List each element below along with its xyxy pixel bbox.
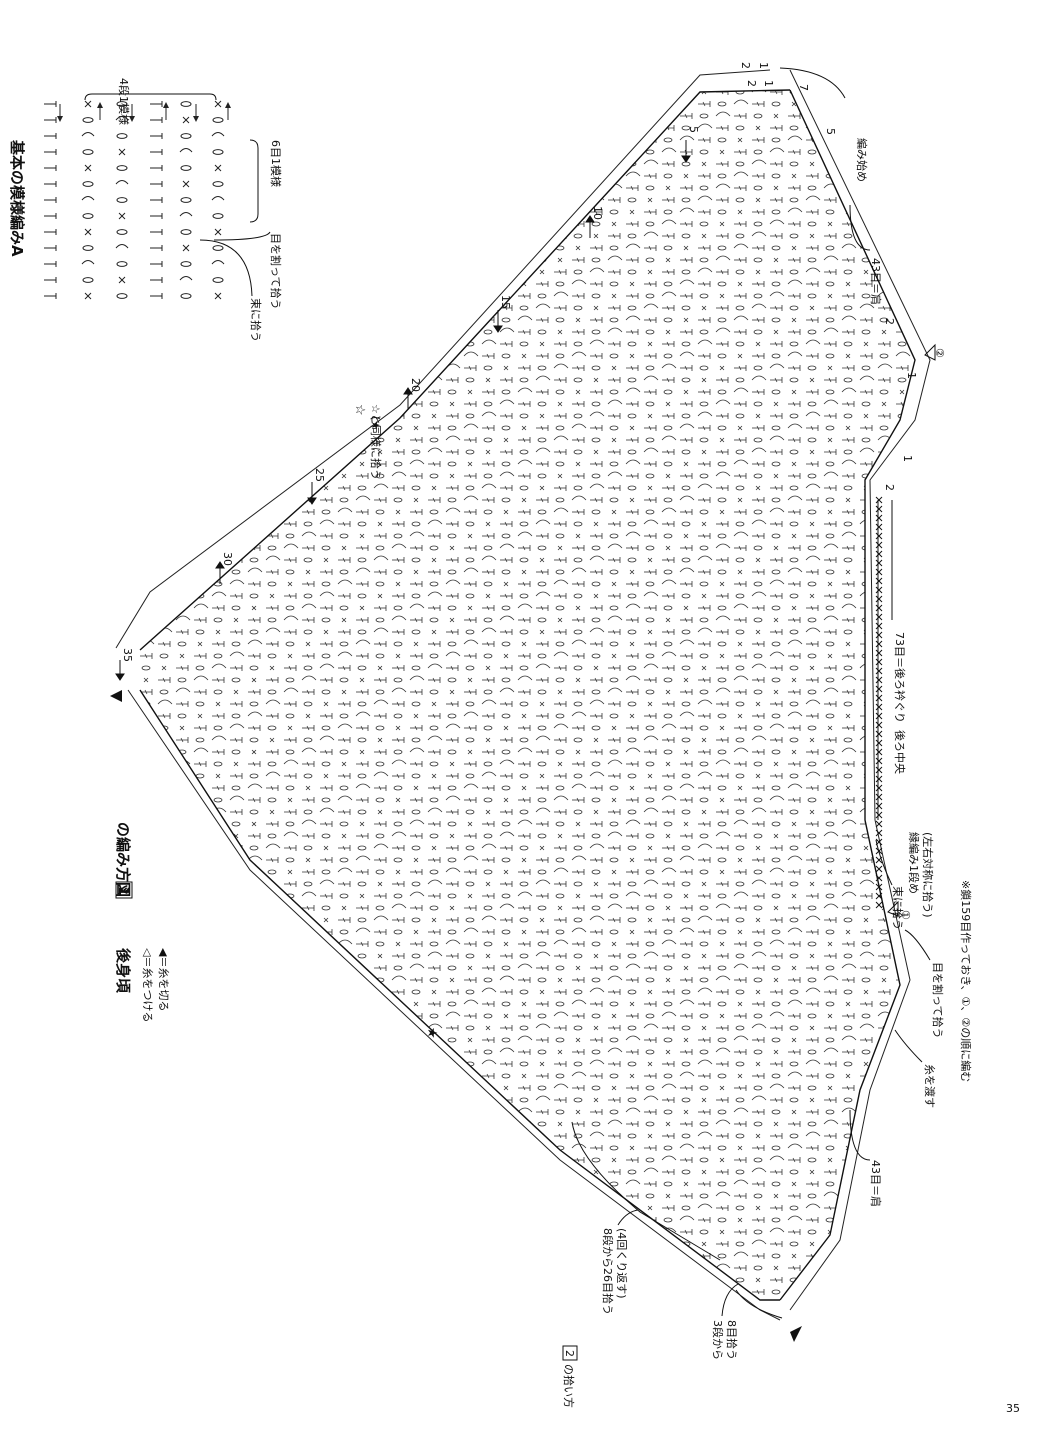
chart-a-labels: 基本の模様編みA 束に拾う 目を割って拾う 6目1模様 4段1模様	[8, 78, 283, 342]
side-row-label: 2	[883, 484, 896, 491]
side-row-label: 1	[901, 455, 914, 462]
row-label: 2	[745, 80, 758, 87]
page-number: 35	[1006, 1402, 1020, 1415]
pickup-title: の拾い方	[562, 1364, 576, 1408]
chart-a	[44, 101, 231, 299]
row-label: 25	[313, 468, 326, 482]
circle-1: ①	[899, 910, 912, 920]
shoulder-left: 43目＝肩	[869, 1160, 883, 1207]
row-label: 20	[409, 378, 422, 392]
edge-row-note: (左右対称に拾う)	[921, 832, 935, 918]
split-pick: 目を割って拾う	[931, 962, 945, 1038]
chart-a-title: 基本の模様編みA	[8, 139, 26, 257]
shawl-outline	[116, 70, 930, 1320]
side-row-label: 7	[797, 84, 810, 91]
star-note: ☆と同様に拾う	[369, 404, 383, 480]
edge-row: 縁編み1段め	[907, 832, 921, 894]
star-icon: ★	[424, 1027, 439, 1039]
side-row-label: 5	[824, 128, 837, 135]
thread-markers	[110, 345, 935, 1342]
carry-yarn: 糸を渡す	[923, 1064, 937, 1108]
main-title-suffix: の編み方図	[114, 822, 132, 897]
bundle-pick: 束に拾う	[891, 886, 905, 930]
chart-a-label-rows: 4段1模様	[117, 78, 131, 125]
main-title-prefix: 後身頃	[114, 947, 132, 994]
shoulder-right: 43目＝肩	[869, 258, 883, 305]
right-annotations: 編み始め 43目＝肩 43目＝肩 73目＝後ろ衿ぐり 後ろ中央 縁編み1段め (…	[369, 138, 973, 1207]
back-neck: 73目＝後ろ衿ぐり	[893, 632, 907, 723]
chart-a-label-split: 目を割って拾う	[269, 233, 283, 309]
chain-note: ※鎖159目作っておき、①、②の順に編む	[959, 880, 973, 1082]
pickup-line2: (4回くり返す)	[615, 1228, 628, 1299]
legend-attach: ◁＝糸をつける	[141, 948, 154, 1022]
back-center: 後ろ中央	[893, 730, 907, 774]
star-icon: ☆	[352, 404, 367, 416]
side-row-label: 2	[883, 318, 896, 325]
start-label: 編み始め	[855, 138, 869, 182]
chart-a-label-bundle: 束に拾う	[249, 298, 263, 342]
side-row-label: 1	[905, 372, 918, 379]
pickup-line3b: 8目拾う	[725, 1320, 739, 1360]
side-row-label: 2	[739, 62, 752, 69]
row-label: 30	[221, 552, 234, 566]
chart-a-braces	[85, 94, 270, 296]
row-label: 5	[687, 126, 700, 133]
legend-cut: ◀＝糸を切る	[157, 948, 170, 1011]
cut-yarn-icon	[790, 1326, 802, 1342]
pickup-title-box-num: 2	[563, 1350, 576, 1357]
circle-2: ②	[933, 348, 946, 358]
pickup-line1: 8段から26目拾う	[601, 1228, 615, 1315]
stitch-grid	[140, 76, 928, 1307]
row-label: 1	[762, 80, 775, 87]
pickup-line3a: 3段から	[711, 1320, 725, 1360]
row-label: 35	[121, 648, 134, 662]
cut-yarn-icon	[110, 690, 122, 702]
main-title-block: 後身頃 1 の編み方図 ◁＝糸をつける ◀＝糸を切る	[114, 822, 170, 1022]
row-label: 15	[499, 295, 512, 309]
star-markers: ★ ☆	[352, 404, 439, 1039]
chart-a-label-repeat: 6目1模様	[269, 140, 283, 187]
row-arrows	[116, 140, 690, 680]
row-label: 10	[591, 206, 604, 220]
side-row-label: 1	[757, 62, 770, 69]
stitch-texture	[140, 76, 928, 1307]
